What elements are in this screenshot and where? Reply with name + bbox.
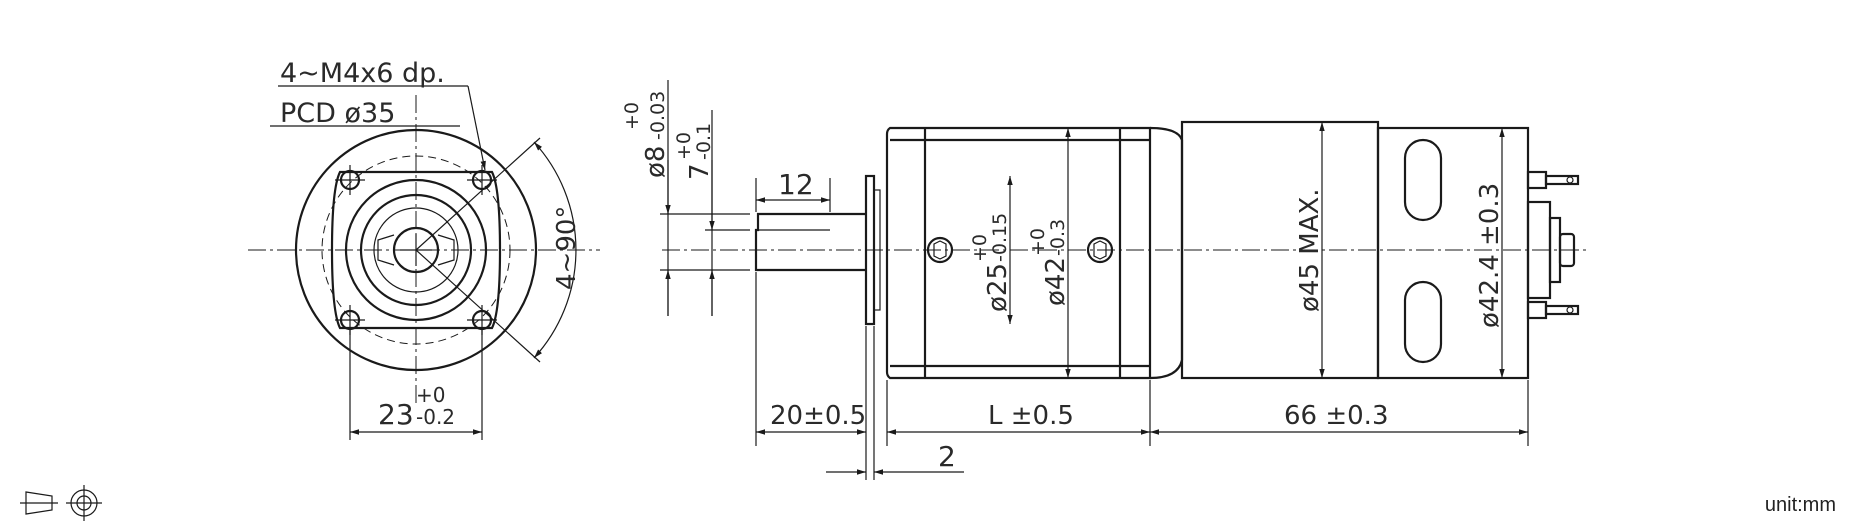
shaft-length-label: 20±0.5 [770, 401, 866, 431]
unit-label: unit:mm [1764, 494, 1836, 516]
pcd-label: PCD ø35 [280, 98, 395, 129]
angle-label: 4~90° [552, 206, 582, 290]
side-dimensions [660, 80, 1529, 480]
pilot-base-label: 23 [378, 398, 414, 431]
projection-symbol [20, 485, 102, 521]
end-dia-label: ø42.4 ±0.3 [1475, 183, 1505, 328]
thread-label: 4~M4x6 dp. [280, 58, 445, 89]
shaft-dia-label: ø8 [641, 146, 671, 178]
boss-length-label: 2 [938, 440, 956, 473]
gear-tol-lower: -0.3 [1047, 219, 1069, 256]
gear-tol-upper: +0 [1027, 228, 1049, 256]
gear-dia-label: ø42 [1041, 257, 1071, 306]
gearbox-length-label: L ±0.5 [988, 401, 1074, 431]
flat-tol-upper: +0 [673, 132, 695, 160]
projection-circles-icon [66, 485, 102, 521]
shaft-dia-tol-upper: +0 [621, 102, 643, 130]
boss-dia-label: ø25 [983, 263, 1013, 312]
front-view [248, 85, 600, 440]
pilot-tol-upper: +0 [416, 383, 445, 407]
flat-label: 7 [685, 163, 715, 180]
flat-length-label: 12 [778, 168, 814, 201]
side-view [662, 120, 1588, 380]
boss-tol-upper: +0 [969, 234, 991, 262]
motor-length-label: 66 ±0.3 [1284, 401, 1388, 431]
pilot-tol-lower: -0.2 [416, 405, 455, 429]
flat-tol-lower: -0.1 [693, 123, 715, 160]
boss-tol-lower: -0.15 [989, 213, 1011, 262]
projection-truncated-cone-icon [25, 491, 53, 515]
shaft-dia-tol-lower: -0.03 [647, 91, 669, 140]
motor-max-label: ø45 MAX. [1295, 188, 1325, 312]
